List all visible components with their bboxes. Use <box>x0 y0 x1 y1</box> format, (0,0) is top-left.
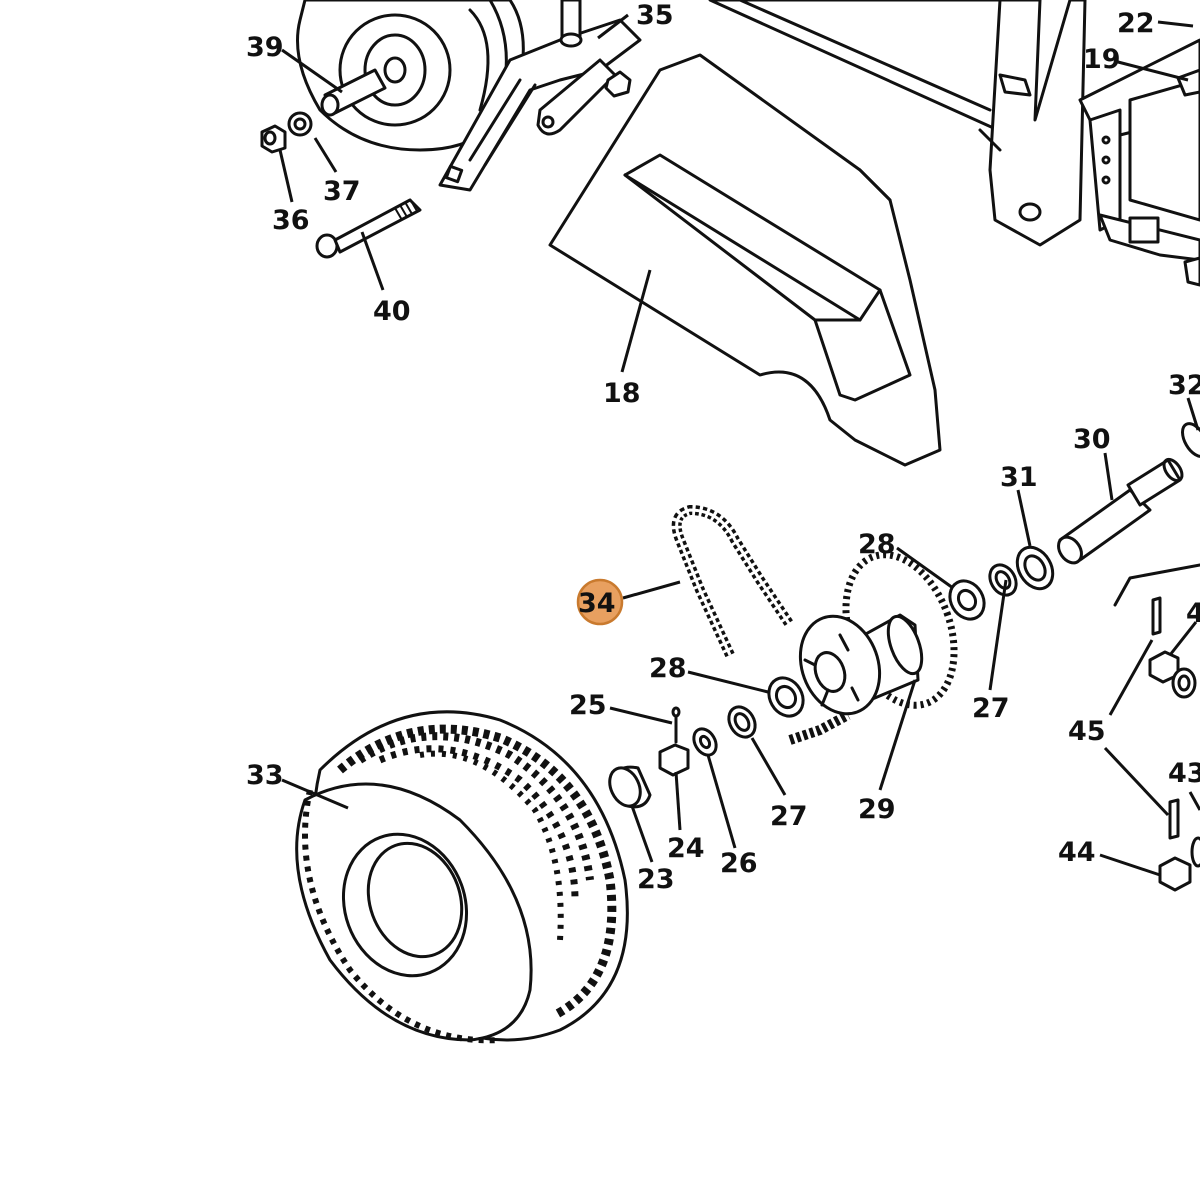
label-27-lower[interactable]: 27 <box>770 801 808 832</box>
rear-fender-cover <box>548 53 942 467</box>
label-40[interactable]: 40 <box>373 296 411 327</box>
top-caster-wheel <box>296 0 525 152</box>
bearing-27-lower <box>727 705 757 739</box>
label-29[interactable]: 29 <box>858 794 896 825</box>
hub-sprocket-29 <box>798 551 958 716</box>
wheel-bracket <box>438 0 642 192</box>
label-32[interactable]: 32 <box>1168 370 1200 401</box>
washer-26 <box>692 727 718 757</box>
label-22[interactable]: 22 <box>1117 8 1155 39</box>
cap-23 <box>608 765 652 809</box>
label-39[interactable]: 39 <box>246 32 284 63</box>
label-27-upper[interactable]: 27 <box>972 693 1010 724</box>
label-45[interactable]: 45 <box>1068 716 1106 747</box>
leader-lines <box>278 13 1200 877</box>
bushing-36 <box>260 124 287 154</box>
label-36[interactable]: 36 <box>272 205 310 236</box>
label-31[interactable]: 31 <box>1000 462 1038 493</box>
drive-chain-34 <box>671 504 851 745</box>
pin-25 <box>671 706 681 744</box>
rear-tire-33 <box>295 710 629 1044</box>
label-19[interactable]: 19 <box>1083 44 1121 75</box>
label-25[interactable]: 25 <box>569 690 607 721</box>
label-28-upper[interactable]: 28 <box>858 529 896 560</box>
label-23[interactable]: 23 <box>637 864 675 895</box>
label-37[interactable]: 37 <box>323 176 361 207</box>
washer-37 <box>287 111 313 137</box>
label-43[interactable]: 43 <box>1168 758 1200 789</box>
label-30[interactable]: 30 <box>1073 424 1111 455</box>
label-28-lower[interactable]: 28 <box>649 653 687 684</box>
nut-24 <box>658 743 690 777</box>
bearing-race-28-lower <box>767 676 805 718</box>
highlight-marker <box>576 578 624 626</box>
label-34[interactable]: 34 <box>578 588 616 619</box>
bearing-31 <box>1015 545 1055 591</box>
label-44[interactable]: 44 <box>1058 837 1096 868</box>
bearing-race-28-upper <box>948 579 986 621</box>
label-35[interactable]: 35 <box>636 0 674 31</box>
label-18[interactable]: 18 <box>603 378 641 409</box>
bearing-27-upper <box>988 563 1018 597</box>
right-bracket-parts <box>1113 563 1200 892</box>
axle-shaft-30 <box>1057 457 1184 565</box>
tractor-frame <box>708 0 1200 287</box>
bolt-40 <box>315 198 422 259</box>
label-24[interactable]: 24 <box>667 833 705 864</box>
label-26[interactable]: 26 <box>720 848 758 879</box>
label-33[interactable]: 33 <box>246 760 284 791</box>
part-32 <box>1181 422 1200 458</box>
label-4[interactable]: 4 <box>1186 598 1200 629</box>
